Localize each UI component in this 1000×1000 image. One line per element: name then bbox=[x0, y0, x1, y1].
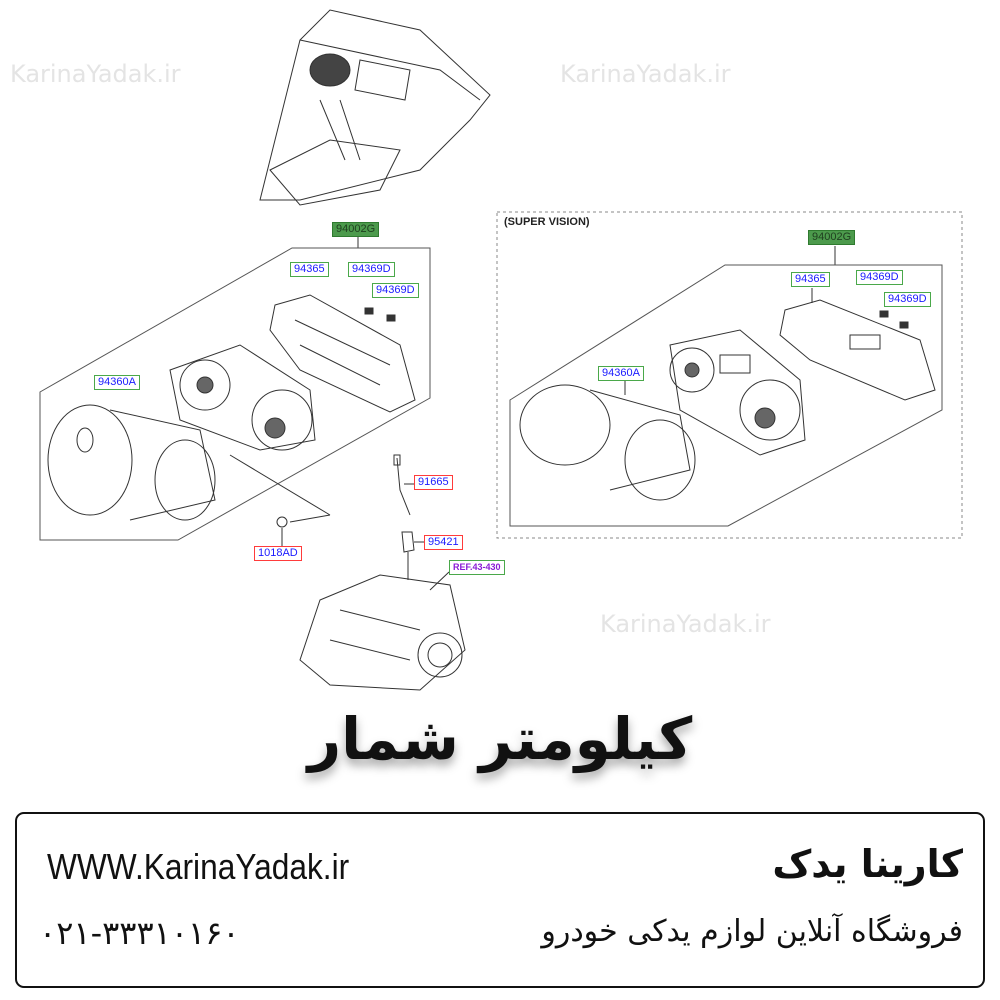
speed-sensor-cable bbox=[393, 454, 424, 580]
left-group-outline bbox=[39, 247, 431, 541]
tagline: فروشگاه آنلاین لوازم یدکی خودرو bbox=[541, 914, 963, 949]
website-link[interactable]: WWW.KarinaYadak.ir bbox=[47, 846, 350, 887]
phone-number: ۰۲۱-۳۳۳۱۰۱۶۰ bbox=[39, 914, 240, 952]
part-label-94369D[interactable]: 94369D bbox=[856, 270, 903, 285]
right-group-outline bbox=[509, 264, 943, 527]
parts-diagram bbox=[39, 9, 963, 691]
page-title: کیلومتر شمار bbox=[307, 705, 693, 773]
transmission-illustration bbox=[299, 571, 466, 691]
left-cluster-lens bbox=[47, 404, 216, 521]
part-label-94369D[interactable]: 94369D bbox=[372, 283, 419, 298]
part-label-1018AD[interactable]: 1018AD bbox=[254, 546, 302, 561]
super-vision-dashed-box bbox=[496, 211, 963, 539]
right-cluster-housing bbox=[779, 288, 936, 401]
part-label-94369D[interactable]: 94369D bbox=[348, 262, 395, 277]
left-cluster-gauges bbox=[169, 344, 316, 451]
footer-info-box: WWW.KarinaYadak.ir ۰۲۱-۳۳۳۱۰۱۶۰ کارینا ی… bbox=[15, 812, 985, 988]
brand-name: کارینا یدک bbox=[772, 842, 963, 886]
part-label-94365[interactable]: 94365 bbox=[791, 272, 830, 287]
part-label-91665[interactable]: 91665 bbox=[414, 475, 453, 490]
part-label-94365[interactable]: 94365 bbox=[290, 262, 329, 277]
right-cluster-gauges bbox=[669, 329, 806, 456]
part-label-94360A[interactable]: 94360A bbox=[94, 375, 140, 390]
reference-label[interactable]: REF.43-430 bbox=[449, 560, 505, 575]
part-label-94360A[interactable]: 94360A bbox=[598, 366, 644, 381]
part-label-94369D[interactable]: 94369D bbox=[884, 292, 931, 307]
screw bbox=[229, 454, 331, 546]
right-cluster-lens bbox=[519, 381, 696, 501]
part-label-95421[interactable]: 95421 bbox=[424, 535, 463, 550]
dashboard-illustration bbox=[259, 9, 491, 206]
part-label-94002G[interactable]: 94002G bbox=[808, 230, 856, 245]
left-cluster-housing bbox=[269, 294, 416, 413]
super-vision-caption: (SUPER VISION) bbox=[504, 216, 590, 228]
part-label-94002G[interactable]: 94002G bbox=[332, 222, 380, 237]
